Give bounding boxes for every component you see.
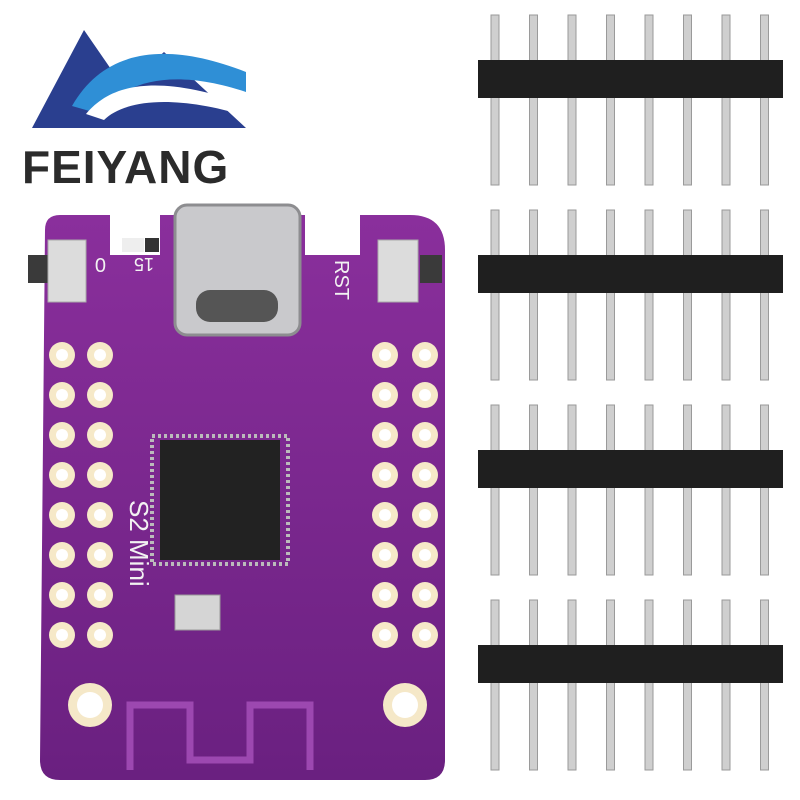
antenna-trace — [126, 701, 314, 770]
header-pin — [490, 209, 500, 381]
led — [122, 238, 144, 252]
label-rst: RST — [330, 260, 352, 300]
header-pin — [606, 404, 615, 576]
pin-hole — [94, 469, 106, 481]
label-model: S2 Mini — [124, 500, 154, 587]
pin-hole — [56, 429, 68, 441]
header-pin — [529, 599, 538, 771]
header-pin — [567, 404, 577, 576]
header-pin — [683, 209, 692, 381]
pin-hole — [379, 389, 391, 401]
header-pin — [606, 209, 615, 381]
pin-hole — [94, 589, 106, 601]
header-pin — [760, 14, 769, 186]
header-pin — [567, 209, 577, 381]
label-led-15: 15 — [134, 254, 154, 274]
pin-hole — [94, 429, 106, 441]
header-pin — [529, 14, 538, 186]
pin-hole — [94, 629, 106, 641]
header-pin — [567, 14, 577, 186]
header-plastic-body — [478, 450, 783, 488]
pin-headers — [478, 14, 783, 771]
pin-hole — [419, 429, 431, 441]
header-pin — [760, 599, 769, 771]
label-button-0: 0 — [95, 253, 106, 275]
pin-hole — [379, 469, 391, 481]
s2-mini-board: 0 15 RST S2 Mini — [28, 203, 445, 780]
header-pin — [567, 599, 577, 771]
header-pin — [606, 599, 615, 771]
header-pin — [606, 14, 615, 186]
header-pin — [760, 209, 769, 381]
pin-hole — [94, 549, 106, 561]
pin-hole — [379, 589, 391, 601]
header-strip — [478, 209, 783, 381]
header-strip — [478, 404, 783, 576]
pin-hole — [379, 629, 391, 641]
pin-hole — [56, 549, 68, 561]
header-pin — [644, 14, 654, 186]
header-pin — [683, 14, 692, 186]
header-plastic-body — [478, 255, 783, 293]
header-pin — [490, 14, 500, 186]
pin-hole — [419, 549, 431, 561]
header-plastic-body — [478, 645, 783, 683]
pin-hole — [379, 549, 391, 561]
pin-hole — [379, 429, 391, 441]
header-pin — [721, 599, 731, 771]
pin-hole — [379, 349, 391, 361]
pin-hole — [56, 589, 68, 601]
pin-hole — [94, 349, 106, 361]
header-pin — [644, 404, 654, 576]
brand-name: FEIYANG — [22, 141, 230, 193]
pin-pads — [49, 342, 438, 648]
header-pin — [644, 209, 654, 381]
pin-hole — [94, 509, 106, 521]
header-strip — [478, 14, 783, 186]
header-pin — [683, 404, 692, 576]
header-pin — [644, 599, 654, 771]
header-pin — [683, 599, 692, 771]
logo-blue-wave-light — [72, 53, 246, 114]
header-pin — [490, 599, 500, 771]
pin-hole — [56, 629, 68, 641]
header-plastic-body — [478, 60, 783, 98]
pin-hole — [56, 469, 68, 481]
pin-hole — [56, 389, 68, 401]
pin-hole — [56, 349, 68, 361]
header-pin — [721, 14, 731, 186]
header-pin — [760, 404, 769, 576]
feiyang-logo — [32, 30, 246, 128]
pin-hole — [419, 349, 431, 361]
pin-hole — [94, 389, 106, 401]
pin-hole — [379, 509, 391, 521]
crystal — [174, 594, 221, 631]
pin-hole — [419, 389, 431, 401]
pin-hole — [419, 469, 431, 481]
esp32-s2-chip — [160, 440, 280, 560]
header-strip — [478, 599, 783, 771]
pin-hole — [419, 629, 431, 641]
header-pin — [721, 404, 731, 576]
header-pin — [529, 404, 538, 576]
header-pin — [490, 404, 500, 576]
header-pin — [721, 209, 731, 381]
button-0 — [28, 255, 50, 283]
header-pin — [529, 209, 538, 381]
button-rst — [420, 255, 442, 283]
pin-hole — [419, 589, 431, 601]
pin-hole — [56, 509, 68, 521]
pin-hole — [419, 509, 431, 521]
